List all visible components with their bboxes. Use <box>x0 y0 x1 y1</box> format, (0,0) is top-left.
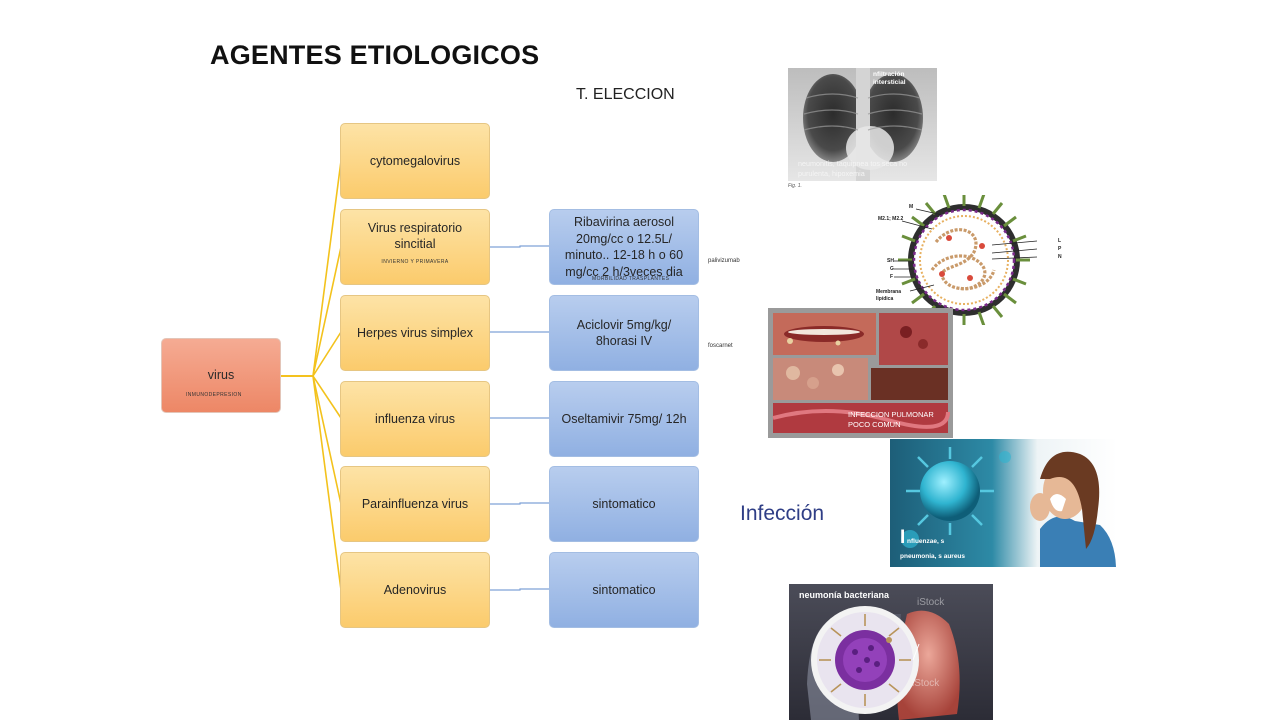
connector-herpes <box>281 331 342 377</box>
connector-treat-adenovirus <box>490 588 549 591</box>
xray-label-bottom: neumonitis, taquipnea tos seca no purule… <box>798 159 908 179</box>
virus-node-label: Virus respiratorio sincitial <box>367 221 463 252</box>
virus-node-herpes: Herpes virus simplex <box>340 295 490 371</box>
treatment-node-label: sintomatico <box>592 496 656 511</box>
treatment-node-oseltamivir: Oseltamivir 75mg/ 12h <box>549 381 699 457</box>
virus-node-vrs: Virus respiratorio sincitial INVIERNO Y … <box>340 209 490 285</box>
virus-node-label: Parainfluenza virus <box>361 496 469 511</box>
treatment-node-sintomatico-1: sintomatico <box>549 466 699 542</box>
virion-label-sh: SH <box>887 258 894 264</box>
virus-node-note: INVIERNO Y PRIMAVERA <box>381 258 449 265</box>
rsv-virion-diagram: M M2.1; M2.2 SH G F Membrana lipídica L … <box>872 190 1062 330</box>
virion-label-m: M <box>909 204 914 210</box>
side-note-palivizumab: palivizumab <box>708 258 740 264</box>
chest-xray-image: nfiltración intersticial neumonitis, taq… <box>788 68 937 181</box>
connector-parainfluenza <box>281 375 342 505</box>
connector-adenovirus <box>281 375 342 591</box>
bacterial-pneumonia-image: neumonía bacteriana iStock iStock <box>789 584 993 720</box>
root-node-label: virus <box>207 368 235 383</box>
treatment-node-sintomatico-2: sintomatico <box>549 552 699 628</box>
treatment-node-label: Aciclovir 5mg/kg/ 8horasi IV <box>576 317 672 349</box>
virus-to-treatment-connectors <box>490 245 549 591</box>
flu-caption-2: pneumonia, s aureus <box>900 553 966 560</box>
virion-label-g: G <box>890 266 894 272</box>
virus-node-label: influenza virus <box>375 411 455 426</box>
chest-xray-graphic <box>788 68 937 181</box>
xray-figure-number: Fig. 1. <box>788 183 802 189</box>
herpes-caption: INFECCION PULMONAR POCO COMUN <box>848 410 934 430</box>
virus-node-label: cytomegalovirus <box>369 153 461 168</box>
virus-node-parainfluenza: Parainfluenza virus <box>340 466 490 542</box>
connector-influenza <box>281 375 342 419</box>
virus-node-label: Herpes virus simplex <box>356 325 473 340</box>
bacterial-caption: neumonía bacteriana <box>799 590 890 600</box>
virion-label-m2: M2.1; M2.2 <box>878 216 904 222</box>
virus-node-influenza: influenza virus <box>340 381 490 457</box>
treatment-note-morbilidad: MORBILIDAD TRASPLANTES <box>592 276 670 282</box>
infection-heading: Infección <box>740 502 825 525</box>
side-note-foscarnet: foscarnet <box>708 343 733 349</box>
virion-label-n: N <box>1058 254 1062 260</box>
root-node-virus: virus INMUNODEPRESION <box>161 338 281 413</box>
connector-treat-parainfluenza <box>490 502 549 505</box>
virion-label-f: F <box>890 274 894 280</box>
virion-label-membrana: Membrana lipídica <box>876 289 902 302</box>
herpes-collage-graphic <box>772 313 950 433</box>
xray-label-top: nfiltración intersticial <box>873 71 906 87</box>
connector-vrs <box>281 246 342 377</box>
treatment-node-ribavirina: Ribavirina aerosol 20mg/cc o 12.5L/ minu… <box>549 209 699 285</box>
slide-title: AGENTES ETIOLOGICOS <box>210 40 540 70</box>
istock-watermark-2: iStock <box>912 678 940 689</box>
treatment-node-label: Oseltamivir 75mg/ 12h <box>561 411 687 426</box>
treatment-node-aciclovir: Aciclovir 5mg/kg/ 8horasi IV <box>549 295 699 371</box>
influenza-graphic <box>890 439 1117 567</box>
virus-node-cytomegalovirus: cytomegalovirus <box>340 123 490 199</box>
flu-big-letter: I <box>900 527 906 548</box>
connector-treat-vrs <box>490 245 549 248</box>
treatment-choice-heading: T. ELECCION <box>576 86 675 103</box>
virus-node-label: Adenovirus <box>383 582 447 597</box>
treatment-node-label: Ribavirina aerosol 20mg/cc o 12.5L/ minu… <box>564 215 684 279</box>
herpes-lesions-collage: INFECCION PULMONAR POCO COMUN <box>768 308 953 438</box>
rsv-virion-graphic <box>894 190 1038 330</box>
virion-label-p: P <box>1058 246 1062 252</box>
flu-caption-1: nfluenzae, s <box>907 538 945 545</box>
bacterial-graphic <box>789 584 993 720</box>
virion-label-l: L <box>1058 238 1062 244</box>
istock-watermark-1: iStock <box>917 597 945 608</box>
treatment-node-label: sintomatico <box>592 582 656 597</box>
virus-node-adenovirus: Adenovirus <box>340 552 490 628</box>
connector-cytomegalovirus <box>281 160 342 377</box>
influenza-woman-image: I nfluenzae, s pneumonia, s aureus <box>890 439 1117 567</box>
root-to-virus-connectors <box>281 160 342 591</box>
root-node-note: INMUNODEPRESION <box>186 392 242 398</box>
